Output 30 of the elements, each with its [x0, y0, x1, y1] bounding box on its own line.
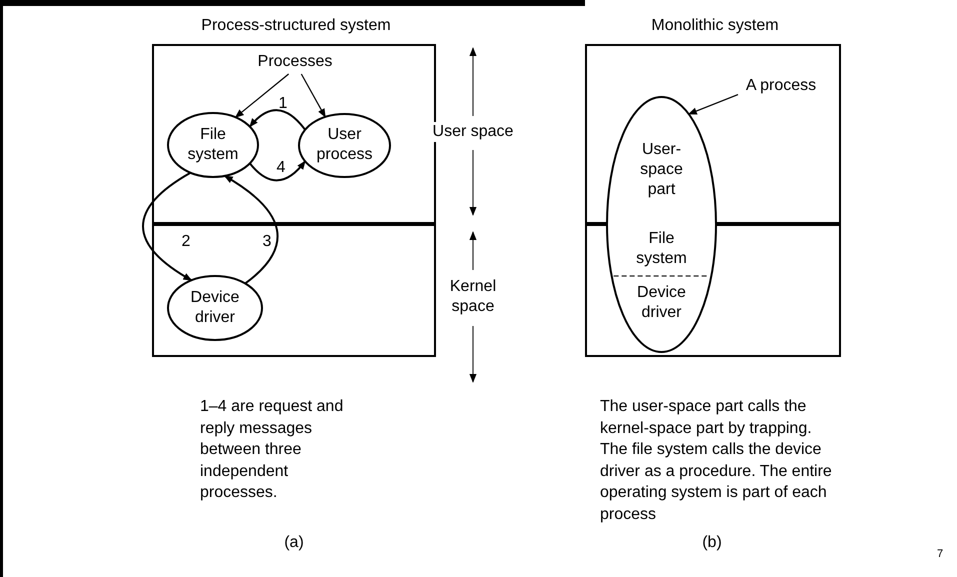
leader-arrow — [234, 74, 290, 118]
process-ellipse — [606, 96, 717, 353]
panel-letter: (a) — [283, 533, 305, 553]
leader-arrow — [300, 74, 326, 118]
process-ellipse — [167, 112, 259, 178]
page-number: 7 — [936, 547, 944, 562]
arrow — [249, 109, 306, 130]
panel-heading: Process-structured system — [200, 16, 392, 36]
process-ellipse — [298, 113, 391, 178]
node-label: File system — [635, 229, 688, 269]
node-label: User process — [315, 125, 374, 165]
panel-heading: Monolithic system — [650, 16, 780, 36]
node-label: Device driver — [636, 283, 687, 323]
panel-letter: (b) — [701, 533, 723, 553]
edge-label: 2 — [180, 232, 192, 252]
leader-arrow — [688, 94, 738, 115]
process-ellipse — [167, 275, 263, 341]
node-label: File system — [186, 125, 240, 165]
arrow — [224, 175, 278, 284]
edge-label: 1 — [278, 94, 288, 114]
arrow — [249, 160, 306, 182]
caption-text: The user-space part calls the kernel-space part by trapping. The file system calls the device driver as a procedure. The entire operating system is part of each process — [600, 397, 833, 524]
edge-label: 3 — [262, 232, 272, 252]
edge-label: 4 — [276, 158, 286, 178]
arrow — [142, 172, 192, 282]
node-label: Device driver — [190, 288, 240, 328]
node-label: User-space part — [639, 140, 684, 200]
node-label: A process — [744, 76, 818, 96]
caption-text: 1–4 are request and reply messages between three independent processes. — [200, 397, 344, 503]
node-label: Processes — [256, 52, 334, 72]
